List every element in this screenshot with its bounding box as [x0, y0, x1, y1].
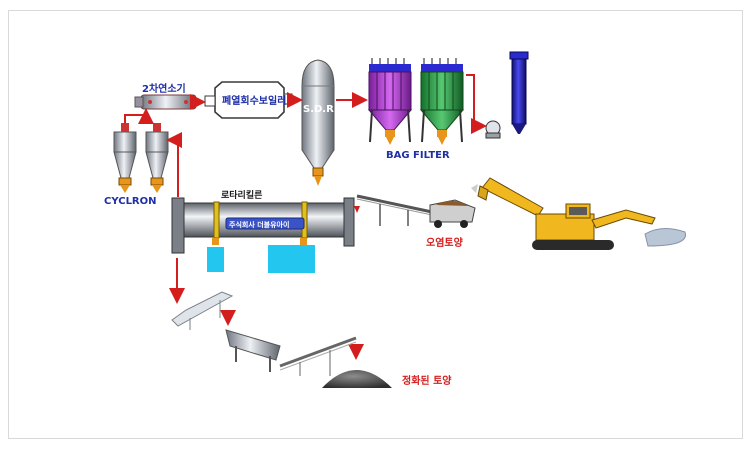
bag-filter-label: BAG FILTER [386, 150, 450, 161]
cyclone-unit-2 [145, 123, 169, 193]
arrow-cyclone-to-combustor [124, 108, 154, 124]
sdr-tower [301, 59, 335, 186]
flow-arrows [124, 74, 487, 360]
kiln-company-label: 주식회사 더블유아이 [229, 220, 289, 229]
secondary-combustor-label: 2차연소기 [142, 82, 186, 95]
contaminated-soil-label: 오염토양 [426, 237, 464, 249]
cyclone-unit-1 [113, 123, 137, 193]
purified-soil-label: 정화된 토양 [402, 374, 452, 387]
excavator [471, 177, 687, 250]
arrow-bagfilter-to-fan [466, 74, 487, 134]
exhaust-stack [509, 51, 529, 134]
cooling-tank-2 [268, 245, 315, 273]
induced-draft-fan [485, 120, 501, 139]
purified-soil-pile [322, 370, 392, 388]
dump-truck [429, 199, 476, 228]
sdr-label: S.D.R [303, 104, 334, 115]
stacking-conveyor [279, 336, 357, 376]
secondary-combustor [134, 94, 197, 110]
rotary-kiln-label: 로타리킬른 [221, 189, 262, 201]
discharge-conveyor [171, 291, 234, 330]
trommel-screen [225, 329, 281, 372]
feed-conveyor [354, 194, 433, 226]
cyclone-label: CYCLRON [104, 196, 157, 207]
waste-heat-boiler-label: 폐열회수보일러 [222, 94, 286, 107]
cooling-tank-1 [207, 247, 224, 272]
bag-filter-unit-2 [419, 58, 465, 145]
bag-filter-unit-1 [367, 58, 413, 145]
rotary-kiln [171, 197, 355, 254]
arrow-kiln-to-cyclone [166, 132, 182, 197]
